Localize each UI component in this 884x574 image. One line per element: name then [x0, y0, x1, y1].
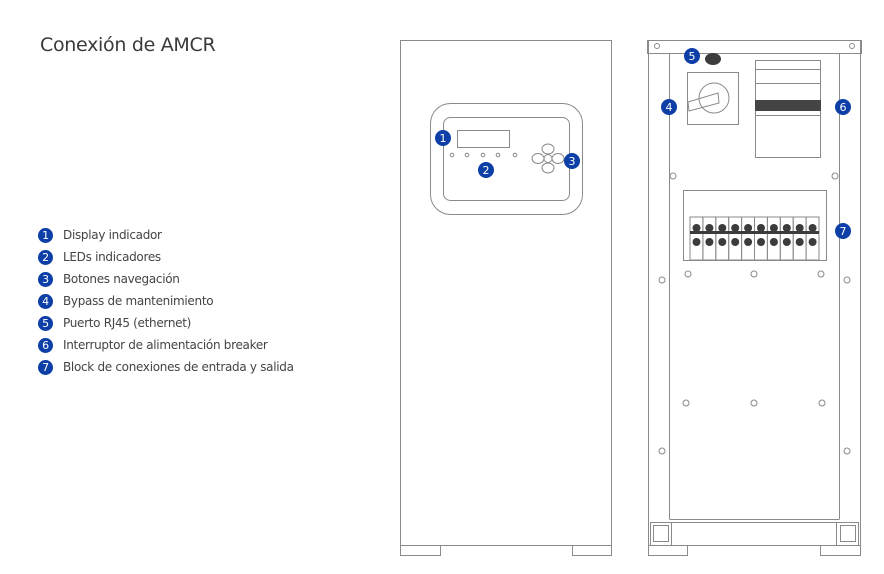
bottom-bar [650, 522, 859, 546]
terminal-screw [692, 224, 701, 232]
legend-item: 1 Display indicador [38, 224, 294, 246]
callout-badge-5: 5 [684, 48, 700, 64]
foot [820, 545, 861, 556]
terminal-rail [690, 231, 819, 234]
terminal-screw [705, 238, 714, 246]
callout-badge-2: 2 [478, 162, 494, 178]
screws [654, 43, 855, 455]
legend-item: 3 Botones navegación [38, 268, 294, 290]
terminal-screw [782, 238, 791, 246]
top-bar [647, 40, 862, 54]
callout-badge-7: 7 [835, 223, 851, 239]
legend-label: Interruptor de alimentación breaker [63, 338, 268, 352]
terminal-block [683, 190, 827, 261]
front-cabinet [400, 40, 612, 556]
breaker [755, 60, 821, 158]
number-badge: 3 [38, 271, 53, 287]
terminal-screw [731, 224, 740, 232]
terminal-screw [705, 224, 714, 232]
callout-badge-6: 6 [835, 99, 851, 115]
legend-label: Bypass de mantenimiento [63, 294, 214, 308]
terminal-screw [744, 238, 753, 246]
legend-item: 4 Bypass de mantenimiento [38, 290, 294, 312]
number-badge: 5 [38, 315, 53, 331]
svg-text:3: 3 [569, 155, 576, 168]
svg-text:5: 5 [689, 50, 696, 63]
svg-text:2: 2 [483, 164, 490, 177]
terminal-screw [718, 224, 727, 232]
number-badge: 1 [38, 227, 53, 243]
terminal-screw [795, 224, 804, 232]
control-panel [443, 117, 570, 201]
svg-text:4: 4 [666, 101, 673, 114]
callout-badge-1: 1 [435, 130, 451, 146]
legend-label: Botones navegación [63, 272, 180, 286]
svg-text:1: 1 [440, 132, 447, 145]
number-badge: 7 [38, 359, 53, 375]
page-title: Conexión de AMCR [40, 34, 216, 56]
number-badge: 4 [38, 293, 53, 309]
number-badge: 6 [38, 337, 53, 353]
svg-text:6: 6 [840, 101, 847, 114]
legend-item: 2 LEDs indicadores [38, 246, 294, 268]
terminal-screw [731, 238, 740, 246]
legend-item: 6 Interruptor de alimentación breaker [38, 334, 294, 356]
terminal-screw [795, 238, 804, 246]
terminal-screw [692, 238, 701, 246]
terminal-screw [769, 224, 778, 232]
foot [572, 545, 612, 556]
terminal-screw [782, 224, 791, 232]
legend-label: LEDs indicadores [63, 250, 161, 264]
leds [449, 152, 518, 158]
foot [648, 545, 688, 556]
legend-label: Display indicador [63, 228, 162, 242]
control-panel-frame [430, 103, 583, 215]
callout-badge-3: 3 [564, 153, 580, 169]
display [457, 130, 510, 148]
legend-item: 5 Puerto RJ45 (ethernet) [38, 312, 294, 334]
navigation-buttons [531, 143, 565, 174]
svg-text:7: 7 [840, 225, 847, 238]
bypass-switch [687, 72, 739, 125]
terminal-screw [757, 238, 765, 246]
legend: 1 Display indicador 2 LEDs indicadores 3 Bo… [38, 224, 294, 378]
foot [400, 545, 441, 556]
back-cabinet [647, 40, 862, 556]
legend-label: Block de conexiones de entrada y salida [63, 360, 294, 374]
legend-label: Puerto RJ45 (ethernet) [63, 316, 192, 330]
callout-badge-4: 4 [661, 99, 677, 115]
rj45-port [705, 53, 721, 65]
terminal-screw [757, 224, 765, 232]
terminal-screw [769, 238, 778, 246]
terminal-screw [808, 238, 817, 246]
terminal-screw [808, 224, 817, 232]
legend-item: 7 Block de conexiones de entrada y salida [38, 356, 294, 378]
terminal-screw [744, 224, 753, 232]
terminal [805, 216, 820, 261]
number-badge: 2 [38, 249, 53, 265]
terminal-screw [718, 238, 727, 246]
